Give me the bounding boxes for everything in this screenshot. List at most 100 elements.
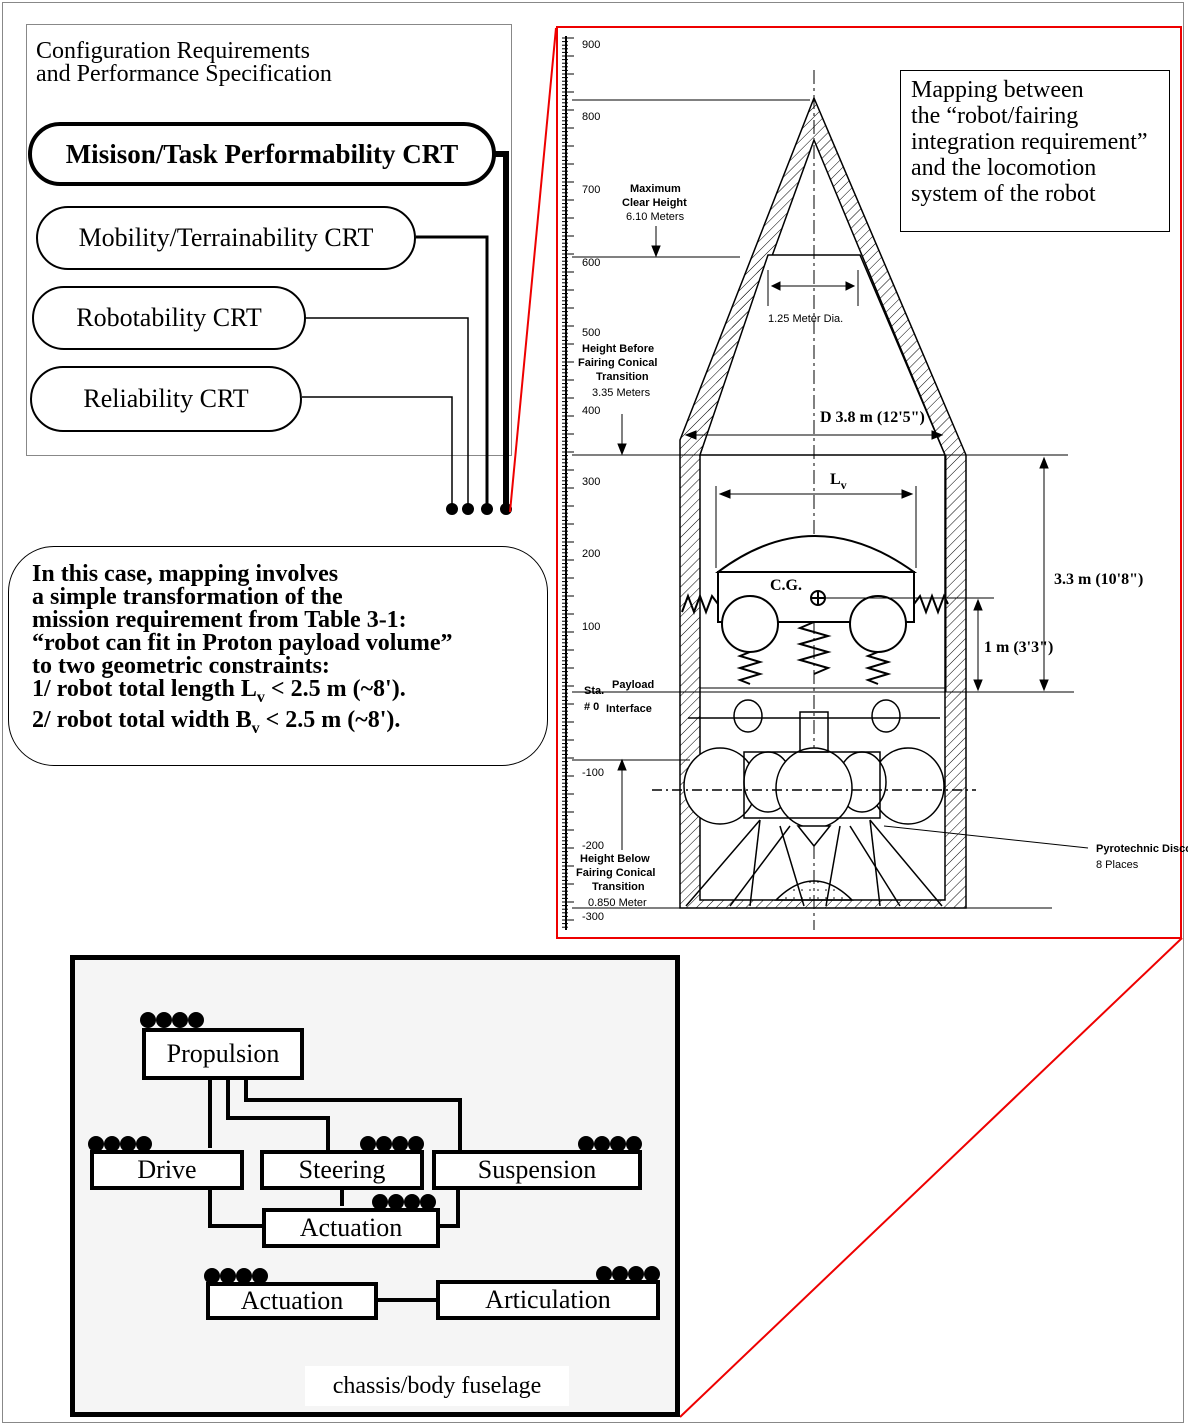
- svg-text:D 3.8 m (12'5"): D 3.8 m (12'5"): [820, 409, 925, 426]
- connection-dot: [408, 1136, 424, 1152]
- connection-dot: [392, 1136, 408, 1152]
- crt-panel-title: Configuration Requirements and Performan…: [36, 38, 332, 87]
- svg-text:200: 200: [582, 548, 600, 560]
- robot-springs: [681, 593, 949, 685]
- mapping-note-line: Mapping between: [911, 77, 1084, 103]
- articulation-label: Articulation: [485, 1285, 611, 1314]
- svg-text:300: 300: [582, 476, 600, 488]
- lv-label: Lv: [830, 471, 847, 492]
- connection-dot: [610, 1136, 626, 1152]
- svg-text:-300: -300: [582, 911, 604, 923]
- chassis-dot-groups: [88, 1012, 660, 1284]
- svg-text:6.10 Meters: 6.10 Meters: [626, 211, 685, 223]
- svg-text:800: 800: [582, 111, 600, 123]
- crt-connectors: [302, 151, 509, 508]
- suspension-box[interactable]: Suspension: [432, 1150, 642, 1190]
- case-note-box: [8, 546, 548, 766]
- svg-text:-200: -200: [582, 840, 604, 852]
- lander-sketch: [683, 699, 945, 901]
- connection-dot: [578, 1136, 594, 1152]
- connection-dot: [156, 1012, 172, 1028]
- connection-dot: [360, 1136, 376, 1152]
- svg-text:Height Before: Height Before: [582, 343, 654, 355]
- connection-dot: [188, 1012, 204, 1028]
- crt-title-line2: and Performance Specification: [36, 61, 332, 87]
- propulsion-label: Propulsion: [166, 1039, 280, 1068]
- steering-label: Steering: [298, 1155, 386, 1184]
- connection-dot: [104, 1136, 120, 1152]
- case-note-line: “robot can fit in Proton payload volume”: [32, 630, 453, 656]
- connection-dot: [628, 1266, 644, 1282]
- crt-title-line1: Configuration Requirements: [36, 38, 310, 64]
- svg-text:0.850 Meter: 0.850 Meter: [588, 897, 647, 909]
- drive-label: Drive: [137, 1155, 197, 1184]
- svg-text:500: 500: [582, 327, 600, 339]
- svg-text:# 0: # 0: [584, 701, 599, 713]
- svg-text:Pyrotechnic Disconnects: Pyrotechnic Disconnects: [1096, 843, 1188, 855]
- connection-dot: [120, 1136, 136, 1152]
- connection-dot: [388, 1194, 404, 1210]
- svg-text:3.35 Meters: 3.35 Meters: [592, 387, 651, 399]
- connection-dot: [420, 1194, 436, 1210]
- payload-envelope: [679, 454, 947, 693]
- connection-dot: [626, 1136, 642, 1152]
- connection-dot: [220, 1268, 236, 1284]
- connection-dot: [252, 1268, 268, 1284]
- svg-text:1.25 Meter Dia.: 1.25 Meter Dia.: [768, 313, 843, 325]
- articulation-box[interactable]: Articulation: [436, 1280, 660, 1320]
- case-note-line: mission requirement from Table 3-1:: [32, 607, 407, 633]
- connection-dot: [644, 1266, 660, 1282]
- case-note-line-length: 1/ robot total length Lv < 2.5 m (~8').: [32, 676, 406, 706]
- case-note-line: In this case, mapping involves: [32, 561, 339, 587]
- svg-text:1 m (3'3"): 1 m (3'3"): [984, 639, 1053, 656]
- mapping-note-line: integration requirement”: [911, 129, 1148, 155]
- crt-item-reliability[interactable]: Reliability CRT: [30, 366, 302, 432]
- crt-item-robotability[interactable]: Robotability CRT: [32, 286, 306, 350]
- svg-text:Fairing Conical: Fairing Conical: [578, 357, 657, 369]
- chassis-label: chassis/body fuselage: [305, 1366, 569, 1406]
- actuation-bottom-box[interactable]: Actuation: [206, 1282, 378, 1320]
- mapping-note-line: and the locomotion: [911, 155, 1097, 181]
- connection-dot: [594, 1136, 610, 1152]
- fairing-frame: [556, 26, 1182, 939]
- crt-item-mission[interactable]: Misison/Task Performability CRT: [28, 122, 496, 186]
- svg-text:600: 600: [582, 257, 600, 269]
- crt-item-label: Robotability CRT: [76, 303, 262, 332]
- crt-item-label: Misison/Task Performability CRT: [65, 138, 459, 169]
- actuation-bottom-label: Actuation: [240, 1286, 344, 1315]
- case-note-line: a simple transformation of the: [32, 584, 343, 610]
- svg-text:-100: -100: [582, 767, 604, 779]
- connection-dot: [88, 1136, 104, 1152]
- chassis-label-text: chassis/body fuselage: [332, 1372, 542, 1399]
- propulsion-box[interactable]: Propulsion: [142, 1028, 304, 1080]
- svg-text:8 Places: 8 Places: [1096, 859, 1139, 871]
- actuation-top-label: Actuation: [299, 1213, 403, 1242]
- suspension-label: Suspension: [477, 1155, 597, 1184]
- svg-text:100: 100: [582, 621, 600, 633]
- svg-text:Transition: Transition: [596, 371, 649, 383]
- connection-dot: [404, 1194, 420, 1210]
- connection-dot: [236, 1268, 252, 1284]
- drive-box[interactable]: Drive: [90, 1150, 244, 1190]
- connection-dot: [204, 1268, 220, 1284]
- mapping-note-line: system of the robot: [911, 181, 1096, 207]
- connection-dot: [136, 1136, 152, 1152]
- robot-sketch: [714, 535, 918, 653]
- svg-text:900: 900: [582, 39, 600, 51]
- steering-box[interactable]: Steering: [260, 1150, 424, 1190]
- crt-item-mobility[interactable]: Mobility/Terrainability CRT: [36, 206, 416, 270]
- actuation-top-box[interactable]: Actuation: [262, 1208, 440, 1248]
- crt-item-label: Reliability CRT: [83, 384, 249, 413]
- svg-text:Sta.: Sta.: [584, 685, 604, 697]
- svg-text:400: 400: [582, 405, 600, 417]
- svg-text:Transition: Transition: [592, 881, 645, 893]
- case-note-line: to two geometric constraints:: [32, 653, 330, 679]
- svg-text:Height Below: Height Below: [580, 853, 650, 865]
- zoom-lines: [509, 27, 1183, 1418]
- lander-legs: [652, 789, 976, 907]
